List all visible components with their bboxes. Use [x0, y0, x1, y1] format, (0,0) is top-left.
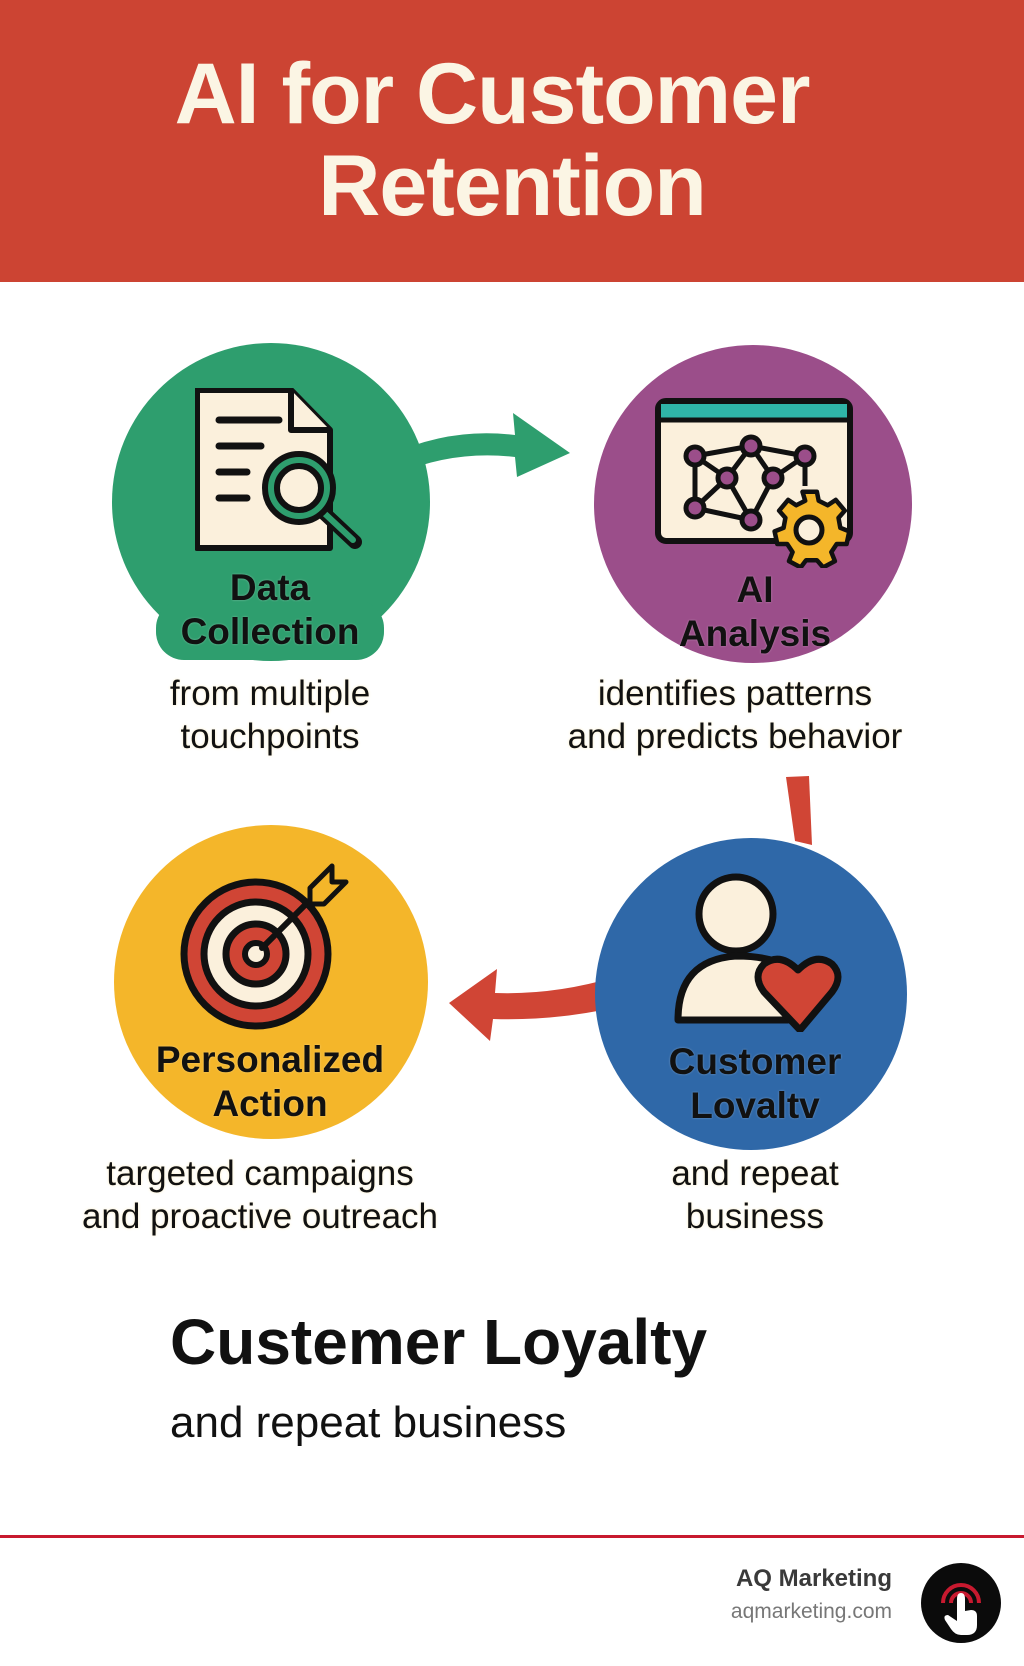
brand-logo	[921, 1563, 1001, 1643]
title-line: Lovaltv	[690, 1085, 820, 1126]
title-line-2: Retention	[318, 138, 707, 234]
desc-line: from multiple	[169, 674, 371, 713]
header-banner: AI for Customer Retention	[0, 0, 1024, 282]
target-arrow-icon	[180, 863, 349, 1030]
step-desc-personalized-action: targeted campaigns and proactive outreac…	[40, 1152, 480, 1238]
desc-line: and proactive outreach	[81, 1197, 439, 1236]
footer-divider	[0, 1535, 1024, 1538]
user-heart-icon	[674, 873, 842, 1032]
arrow-left-icon	[449, 969, 617, 1041]
network-gear-icon	[655, 398, 853, 568]
title-line: Analysis	[678, 613, 832, 654]
step-title-data-collection: Data Collection	[140, 566, 400, 654]
title-line: Collection	[180, 611, 360, 652]
title-line: Customer	[668, 1041, 842, 1082]
title-line: AI	[736, 569, 774, 610]
brand-name: AQ Marketing	[735, 1565, 892, 1592]
desc-line: identifies patterns	[597, 674, 873, 713]
pointer-click-icon	[941, 1583, 981, 1635]
title-line: Data	[229, 567, 311, 608]
arrow-down-icon	[786, 776, 812, 845]
page-title: AI for Customer Retention	[0, 48, 1024, 232]
step-desc-ai-analysis: identifies patterns and predicts behavio…	[530, 672, 940, 758]
desc-line: targeted campaigns	[106, 1154, 414, 1193]
title-line: Personalized	[155, 1039, 385, 1080]
step-title-personalized-action: Personalized Action	[120, 1038, 420, 1126]
desc-line: business	[685, 1197, 825, 1236]
step-desc-customer-loyalty: and repeat business	[600, 1152, 910, 1238]
step-title-ai-analysis: AI Analysis	[620, 568, 890, 656]
arrow-right-icon	[390, 413, 570, 477]
document-search-icon	[195, 388, 362, 551]
desc-line: and predicts behavior	[567, 717, 903, 756]
brand-url[interactable]: aqmarketing.com	[730, 1600, 892, 1623]
step-title-customer-loyalty: Customer Lovaltv	[620, 1040, 890, 1128]
title-line: Action	[212, 1083, 328, 1124]
summary-subtitle: and repeat business	[170, 1398, 567, 1447]
label-pill	[156, 600, 384, 660]
desc-line: and repeat	[671, 1154, 839, 1193]
summary-title: Custemer Loyalty	[170, 1306, 708, 1378]
title-line-1: AI for Customer	[174, 46, 811, 142]
desc-line: touchpoints	[180, 717, 360, 756]
step-desc-data-collection: from multiple touchpoints	[110, 672, 430, 758]
